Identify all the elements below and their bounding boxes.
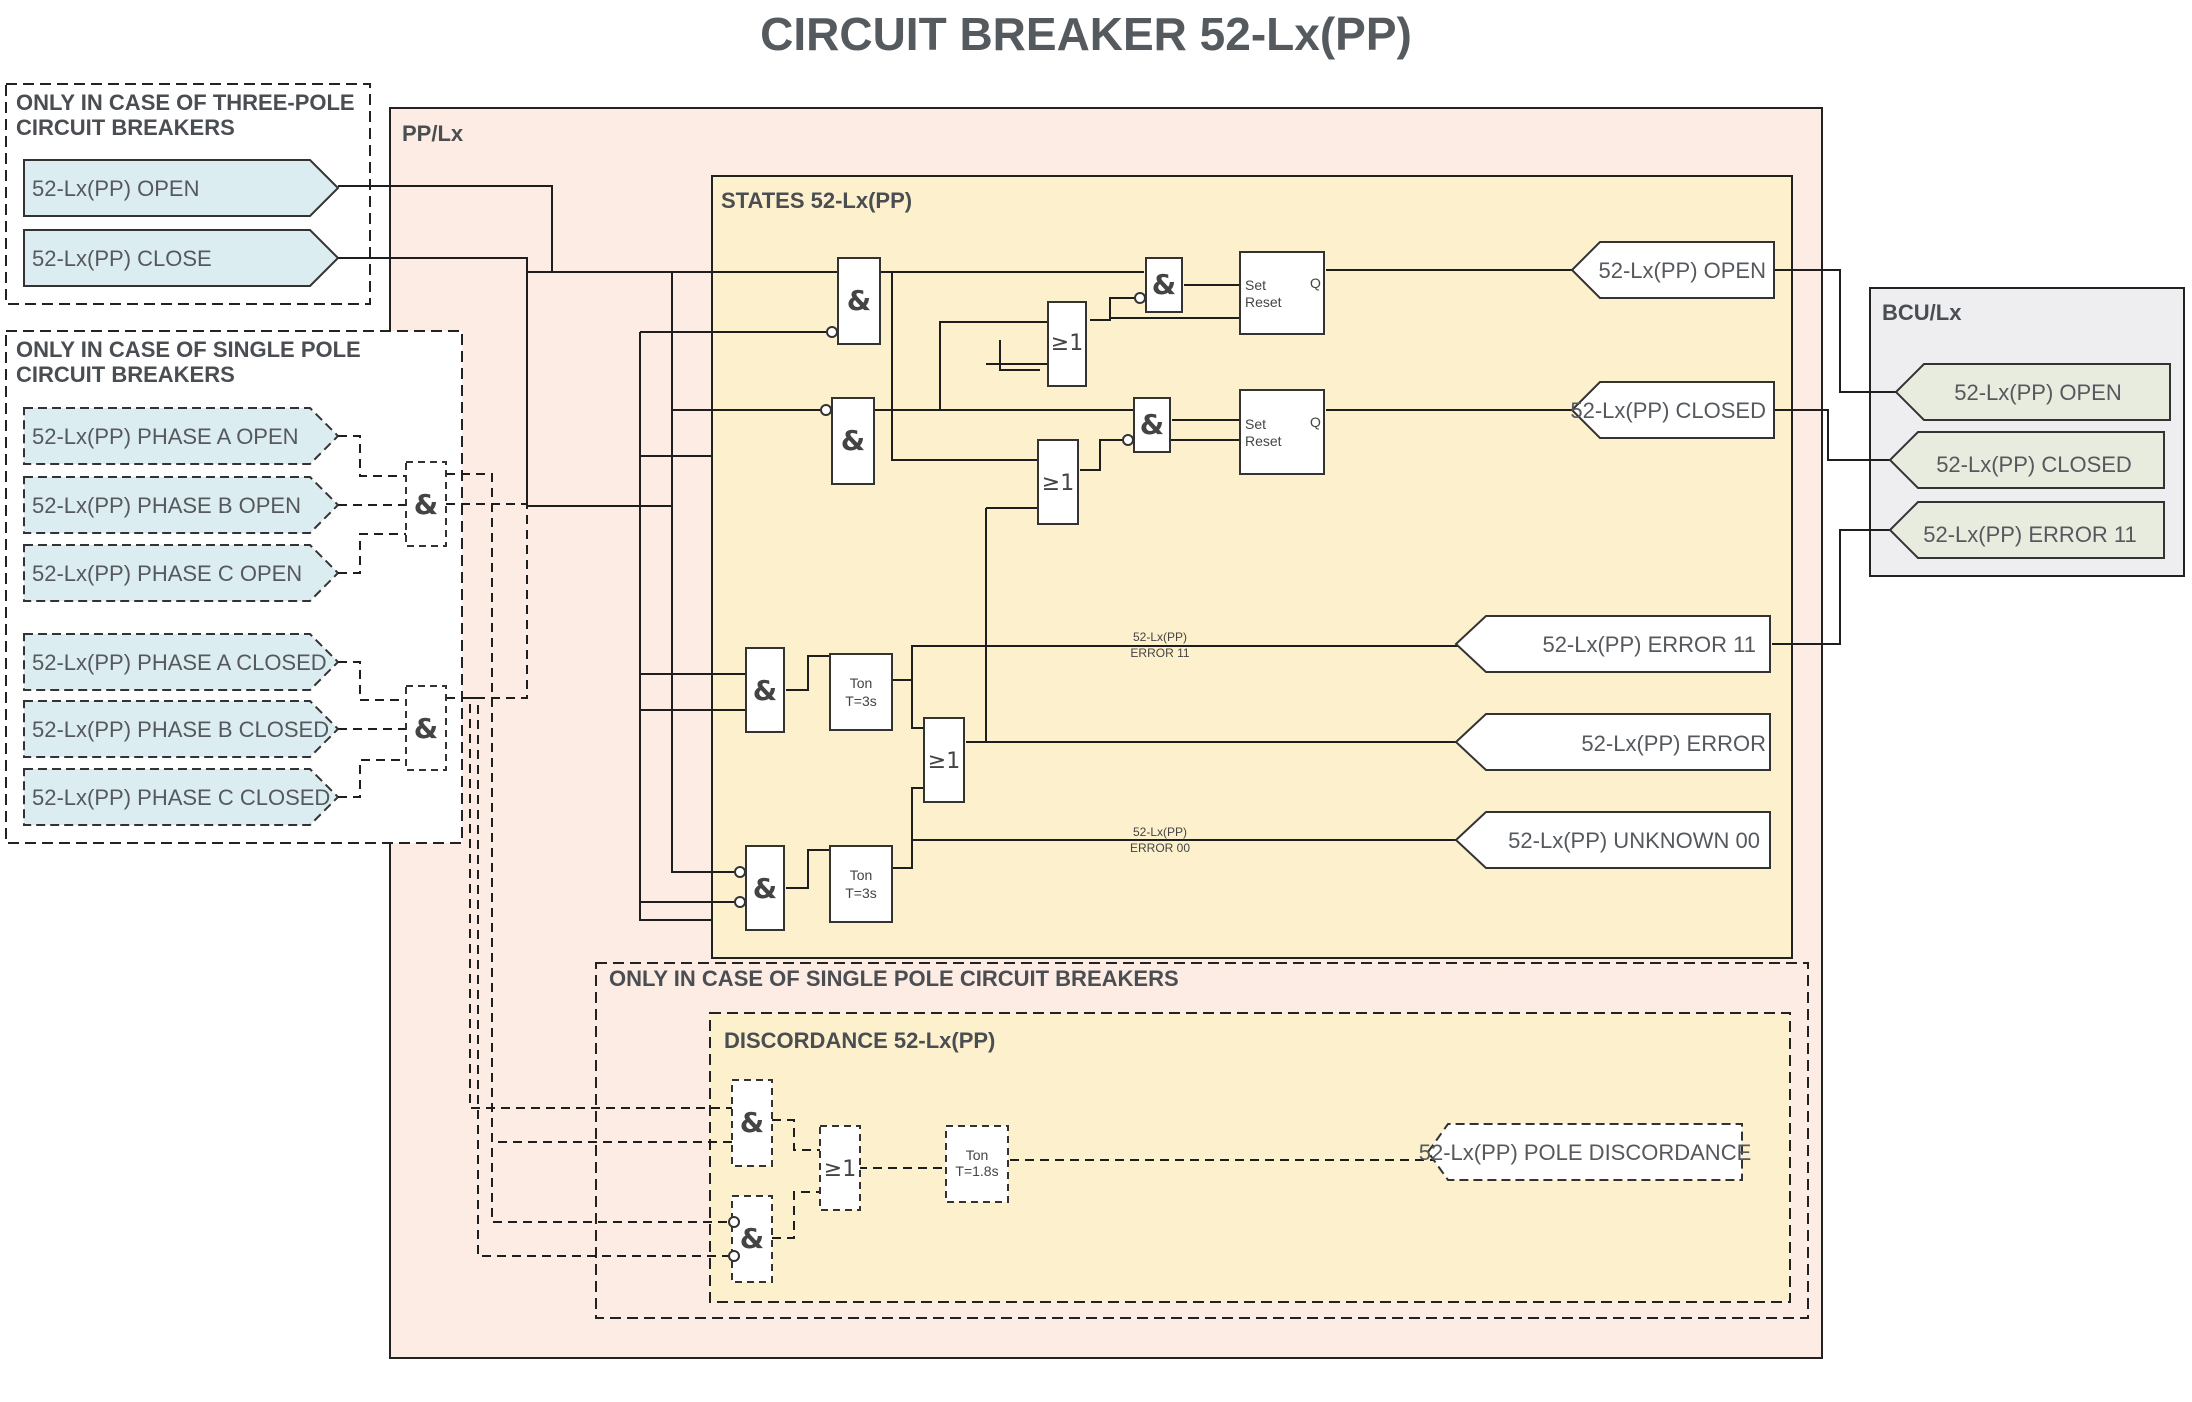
- input-close-label: 52-Lx(PP) CLOSE: [32, 246, 212, 271]
- svg-text:&: &: [1152, 268, 1176, 301]
- input-phase-c-open-tag: 52-Lx(PP) PHASE C OPEN: [23, 544, 340, 602]
- svg-text:ERROR 11: ERROR 11: [1130, 646, 1189, 660]
- svg-text:Reset: Reset: [1245, 294, 1282, 310]
- and-gate-1: &: [826, 257, 881, 345]
- input-phase-c-closed-label: 52-Lx(PP) PHASE C CLOSED: [32, 785, 330, 810]
- bcu-open-label: 52-Lx(PP) OPEN: [1954, 380, 2122, 405]
- svg-text:T=1.8s: T=1.8s: [955, 1163, 998, 1179]
- sr-flipflop-2: Set Reset Q: [1239, 389, 1325, 475]
- svg-text:T=3s: T=3s: [845, 885, 877, 901]
- states-label: STATES 52-Lx(PP): [721, 188, 912, 213]
- svg-text:Ton: Ton: [850, 675, 873, 691]
- output-unknown00-tag: 52-Lx(PP) UNKNOWN 00: [1454, 811, 1771, 869]
- timer-1: Ton T=3s: [829, 653, 893, 731]
- output-error-tag: 52-Lx(PP) ERROR: [1454, 713, 1771, 771]
- dashed-wires: [338, 272, 1440, 1257]
- svg-text:Set: Set: [1245, 277, 1266, 293]
- svg-text:Ton: Ton: [966, 1147, 989, 1163]
- and-gate-3: &: [1134, 257, 1183, 313]
- input-close-tag: 52-Lx(PP) CLOSE: [23, 229, 340, 287]
- discordance-and-2: &: [728, 1195, 773, 1283]
- svg-text:Q: Q: [1310, 414, 1321, 430]
- svg-text:&: &: [753, 872, 777, 905]
- svg-text:&: &: [847, 284, 871, 317]
- input-phase-a-closed-tag: 52-Lx(PP) PHASE A CLOSED: [23, 633, 340, 691]
- discordance-timer: Ton T=1.8s: [945, 1125, 1009, 1203]
- svg-text:&: &: [414, 488, 438, 521]
- input-phase-c-open-label: 52-Lx(PP) PHASE C OPEN: [32, 561, 302, 586]
- svg-text:&: &: [841, 424, 865, 457]
- input-open-tag: 52-Lx(PP) OPEN: [23, 159, 340, 217]
- svg-text:Ton: Ton: [850, 867, 873, 883]
- input-phase-b-open-tag: 52-Lx(PP) PHASE B OPEN: [23, 476, 340, 534]
- discordance-label: DISCORDANCE 52-Lx(PP): [724, 1028, 995, 1053]
- output-closed-tag: 52-Lx(PP) CLOSED: [1570, 381, 1775, 439]
- svg-text:T=3s: T=3s: [845, 693, 877, 709]
- and-gate-open-phases: &: [405, 461, 447, 547]
- svg-text:≥1: ≥1: [824, 1157, 856, 1182]
- svg-text:&: &: [740, 1106, 764, 1139]
- input-phase-b-open-label: 52-Lx(PP) PHASE B OPEN: [32, 493, 301, 518]
- timer-2: Ton T=3s: [829, 845, 893, 923]
- discordance-and-1: &: [731, 1079, 773, 1167]
- input-phase-a-closed-label: 52-Lx(PP) PHASE A CLOSED: [32, 650, 327, 675]
- output-error11-tag: 52-Lx(PP) ERROR 11: [1454, 615, 1771, 673]
- output-open-tag: 52-Lx(PP) OPEN: [1570, 241, 1775, 299]
- or-gate-3: ≥1: [923, 717, 965, 803]
- or-gate-2: ≥1: [1037, 439, 1079, 525]
- bcu-error11-tag: 52-Lx(PP) ERROR 11: [1888, 501, 2165, 559]
- wire-label-error11: 52-Lx(PP) ERROR 11: [1130, 630, 1189, 660]
- wire-label-error00: 52-Lx(PP) ERROR 00: [1130, 825, 1190, 855]
- output-pole-discordance-label: 52-Lx(PP) POLE DISCORDANCE: [1419, 1140, 1752, 1165]
- svg-text:Reset: Reset: [1245, 433, 1282, 449]
- input-phase-a-open-tag: 52-Lx(PP) PHASE A OPEN: [23, 407, 340, 465]
- single-pole-label-2: CIRCUIT BREAKERS: [16, 362, 235, 387]
- bcu-closed-label: 52-Lx(PP) CLOSED: [1936, 452, 2132, 477]
- svg-text:ERROR 00: ERROR 00: [1130, 841, 1190, 855]
- output-closed-label: 52-Lx(PP) CLOSED: [1570, 398, 1766, 423]
- input-phase-c-closed-tag: 52-Lx(PP) PHASE C CLOSED: [23, 768, 340, 826]
- svg-text:52-Lx(PP): 52-Lx(PP): [1133, 630, 1187, 644]
- and-gate-5: &: [745, 647, 785, 733]
- svg-text:&: &: [1140, 408, 1164, 441]
- bcu-open-tag: 52-Lx(PP) OPEN: [1894, 363, 2171, 421]
- svg-text:≥1: ≥1: [1051, 331, 1083, 356]
- bcu-label: BCU/Lx: [1882, 300, 1962, 325]
- svg-text:&: &: [740, 1222, 764, 1255]
- svg-text:&: &: [414, 712, 438, 745]
- svg-text:≥1: ≥1: [928, 749, 960, 774]
- three-pole-label-1: ONLY IN CASE OF THREE-POLE: [16, 90, 355, 115]
- svg-text:≥1: ≥1: [1042, 471, 1074, 496]
- bcu-error11-label: 52-Lx(PP) ERROR 11: [1923, 522, 2137, 547]
- or-gate-1: ≥1: [1047, 301, 1087, 387]
- svg-text:52-Lx(PP): 52-Lx(PP): [1133, 825, 1187, 839]
- input-phase-a-open-label: 52-Lx(PP) PHASE A OPEN: [32, 424, 299, 449]
- and-gate-4: &: [1122, 397, 1171, 453]
- and-gate-2: &: [820, 397, 875, 485]
- diagram-title: CIRCUIT BREAKER 52-Lx(PP): [760, 8, 1412, 60]
- svg-text:Set: Set: [1245, 416, 1266, 432]
- input-open-label: 52-Lx(PP) OPEN: [32, 176, 200, 201]
- pp-lx-label: PP/Lx: [402, 121, 464, 146]
- sr-flipflop-1: Set Reset Q: [1239, 251, 1325, 335]
- three-pole-label-2: CIRCUIT BREAKERS: [16, 115, 235, 140]
- and-gate-closed-phases: &: [405, 685, 447, 771]
- bcu-closed-tag: 52-Lx(PP) CLOSED: [1888, 431, 2165, 489]
- discordance-or: ≥1: [819, 1125, 861, 1211]
- solid-wires: [338, 185, 1904, 921]
- output-unknown00-label: 52-Lx(PP) UNKNOWN 00: [1508, 828, 1760, 853]
- input-phase-b-closed-label: 52-Lx(PP) PHASE B CLOSED: [32, 717, 329, 742]
- svg-text:Q: Q: [1310, 275, 1321, 291]
- output-open-label: 52-Lx(PP) OPEN: [1599, 258, 1767, 283]
- output-error-label: 52-Lx(PP) ERROR: [1581, 731, 1766, 756]
- single-pole-label-1: ONLY IN CASE OF SINGLE POLE: [16, 337, 361, 362]
- single-pole-inner-label: ONLY IN CASE OF SINGLE POLE CIRCUIT BREA…: [609, 966, 1179, 991]
- output-error11-label: 52-Lx(PP) ERROR 11: [1542, 632, 1756, 657]
- input-phase-b-closed-tag: 52-Lx(PP) PHASE B CLOSED: [23, 700, 340, 758]
- svg-text:&: &: [753, 674, 777, 707]
- and-gate-6: &: [734, 845, 785, 931]
- output-pole-discordance-tag: 52-Lx(PP) POLE DISCORDANCE: [1419, 1123, 1752, 1181]
